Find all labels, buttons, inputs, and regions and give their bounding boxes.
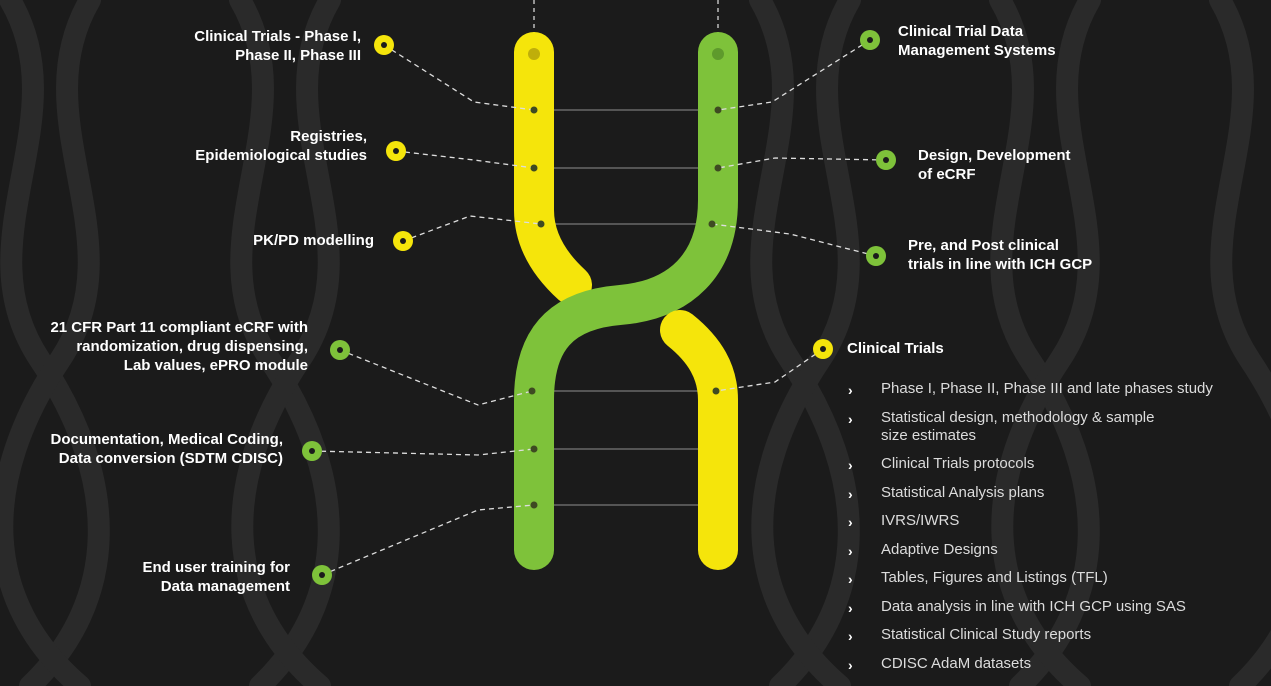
list-item: ›Statistical Clinical Study reports — [848, 626, 1092, 644]
yellow-strand-top — [514, 32, 592, 305]
list-item: ›Data analysis in line with ICH GCP usin… — [848, 597, 1186, 616]
clinical-trials-list: ›Phase I, Phase II, Phase III and late p… — [846, 380, 1271, 683]
list-item: ›Statistical Analysis plans — [848, 483, 1045, 502]
chevron-right-icon: › — [848, 571, 853, 587]
chevron-right-icon: › — [848, 457, 853, 473]
label-documentation-coding: Documentation, Medical Coding, Data conv… — [50, 431, 283, 467]
list-item: ›Adaptive Designs — [848, 540, 998, 559]
chevron-right-icon: › — [848, 382, 853, 398]
label-21cfr-ecrf: 21 CFR Part 11 compliant eCRF with rando… — [50, 319, 308, 374]
label-pre-post-trials: Pre, and Post clinical trials in line wi… — [908, 237, 1093, 273]
chevron-right-icon: › — [848, 485, 853, 502]
label-pkpd-modelling: PK/PD modelling — [253, 232, 374, 249]
label-registries: Registries, Epidemiological studies — [195, 128, 367, 164]
list-item: ›CDISC AdaM datasets — [848, 654, 1032, 673]
strand-cap-right — [712, 48, 724, 60]
chevron-right-icon: › — [848, 514, 853, 530]
leader-lines — [311, 39, 887, 576]
yellow-strand-bottom — [660, 310, 738, 570]
list-item: ›IVRS/IWRS — [848, 512, 960, 530]
label-ctdms: Clinical Trial Data Management Systems — [898, 23, 1056, 59]
ladder-rungs — [534, 109, 718, 506]
label-end-user-training: End user training for Data management — [142, 559, 290, 595]
chevron-right-icon: › — [848, 542, 853, 559]
green-strand-crossing — [514, 32, 738, 570]
strand-dots — [528, 106, 722, 509]
label-clinical-trials: Clinical Trials — [847, 340, 944, 357]
marker-rings — [302, 30, 896, 585]
chevron-right-icon: › — [848, 599, 853, 616]
chevron-right-icon: › — [848, 410, 853, 427]
list-item: ›Tables, Figures and Listings (TFL) — [848, 569, 1108, 587]
chevron-right-icon: › — [848, 628, 853, 644]
label-clinical-trials-phases: Clinical Trials - Phase I, Phase II, Pha… — [194, 28, 361, 64]
chevron-right-icon: › — [848, 656, 853, 673]
strand-cap-left — [528, 48, 540, 60]
list-item: ›Clinical Trials protocols — [848, 455, 1035, 473]
list-item: ›Phase I, Phase II, Phase III and late p… — [848, 380, 1213, 398]
list-item: ›Statistical design, methodology & sampl… — [848, 408, 1155, 444]
label-ecrf-design: Design, Development of eCRF — [918, 147, 1071, 183]
